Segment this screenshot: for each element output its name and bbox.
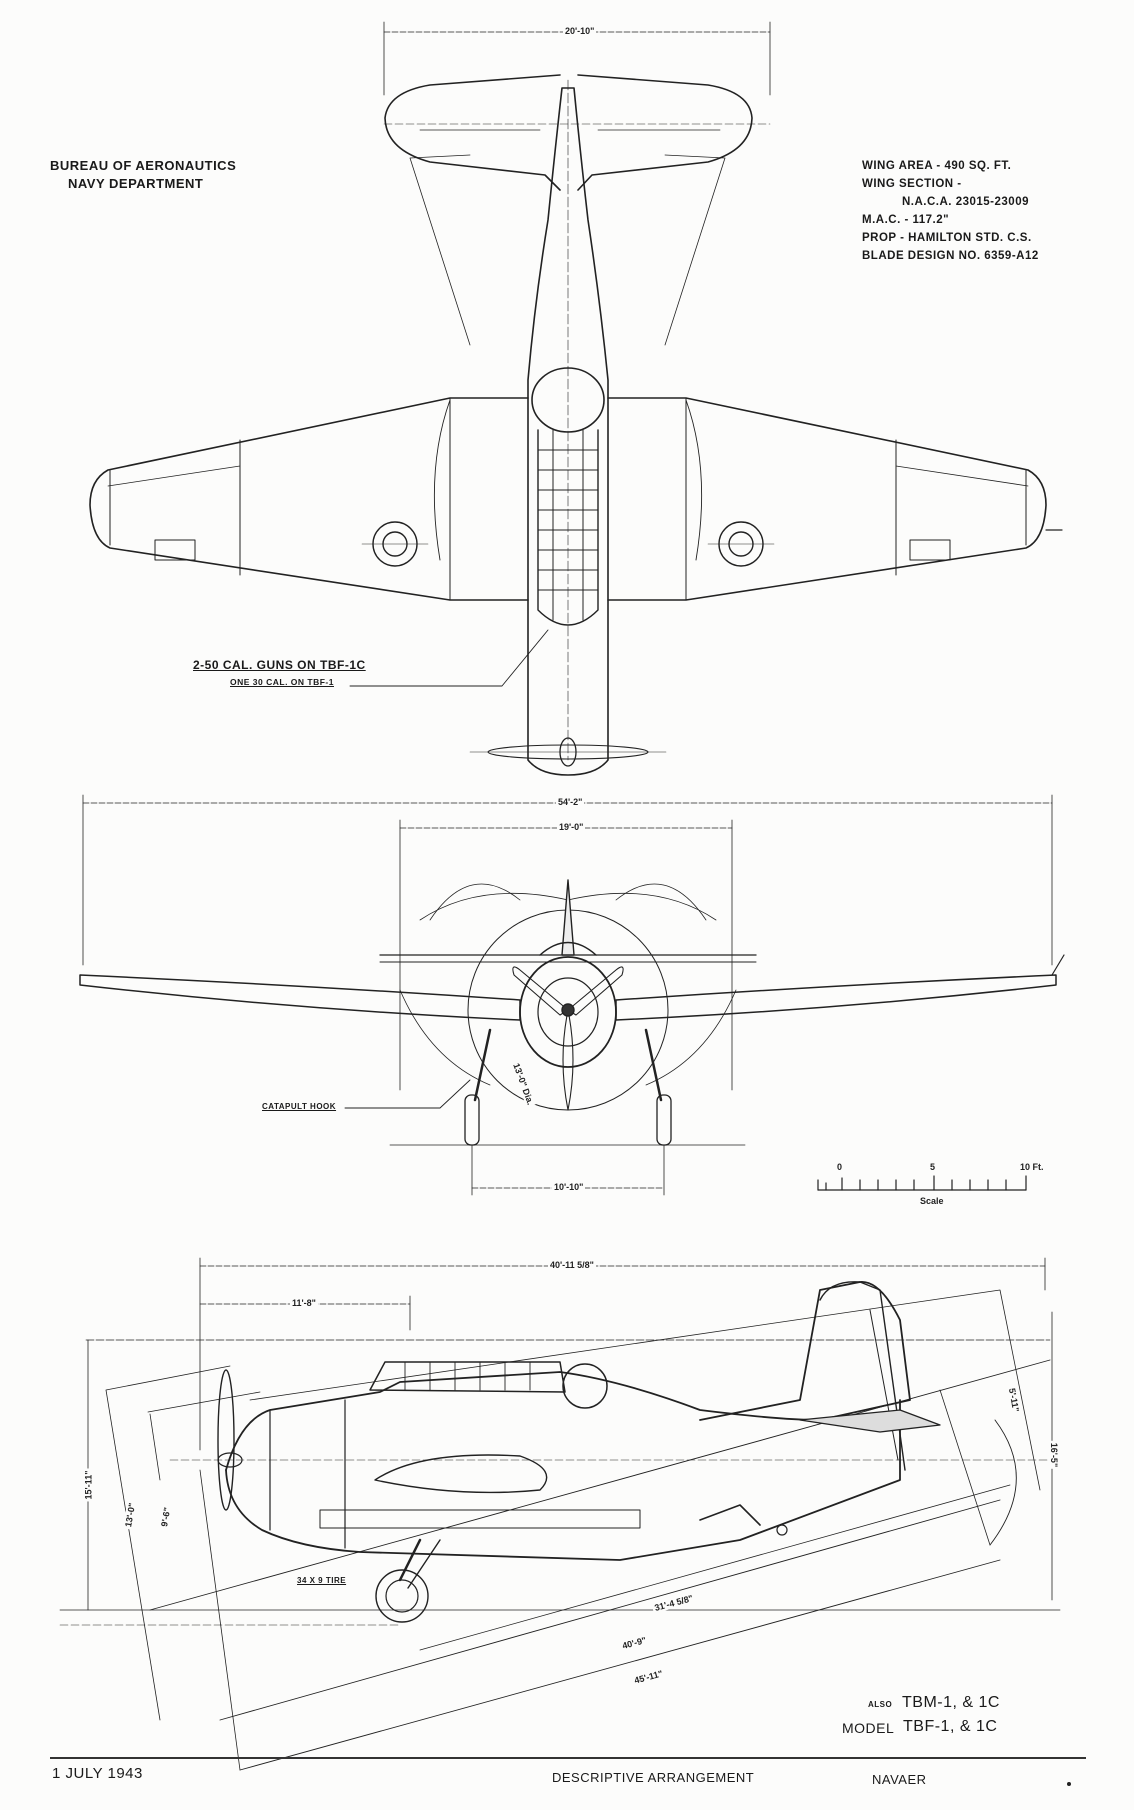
dim-overall-length: 40'-11 5/8" — [548, 1260, 596, 1270]
scale-bar — [817, 1175, 1027, 1191]
drawing-date: 1 July 1943 — [52, 1765, 143, 1782]
label-tire: 34 x 9 Tire — [297, 1576, 347, 1585]
callout-guns-alt: One 30 Cal. on TBF-1 — [230, 677, 334, 687]
plan-view — [89, 21, 1063, 776]
scale-tick-5: 5 — [928, 1162, 938, 1172]
spec-wing-section-value: N.A.C.A. 23015-23009 — [902, 196, 1029, 208]
dim-height-right: 16'-5" — [1049, 1440, 1060, 1470]
spec-prop: Prop - Hamilton Std. C.S. — [862, 232, 1032, 244]
model-value: TBF-1, & 1C — [903, 1718, 998, 1735]
scale-tick-0: 0 — [835, 1162, 845, 1172]
document-type: Descriptive Arrangement — [552, 1770, 755, 1785]
dim-nose: 11'-8" — [290, 1298, 318, 1308]
front-view — [79, 794, 1065, 1196]
model-prefix: Model — [842, 1720, 895, 1736]
dim-stabilizer-span: 20'-10" — [563, 26, 597, 36]
also-prefix: Also — [868, 1700, 893, 1709]
agency-line-1: Bureau of Aeronautics — [50, 158, 237, 173]
spec-wing-section-label: Wing Section - — [862, 178, 962, 190]
organization: NAVAER — [872, 1772, 927, 1787]
scale-label: Scale — [918, 1196, 946, 1206]
dim-folded-width: 19'-0" — [557, 822, 586, 832]
dim-height-left: 15'-11" — [83, 1468, 94, 1502]
callout-guns: 2-50 Cal. Guns on TBF-1C — [193, 658, 366, 672]
also-models: TBM-1, & 1C — [902, 1694, 1000, 1711]
title-block-rule — [50, 1757, 1086, 1759]
spec-blade: Blade Design No. 6359-A12 — [862, 250, 1039, 262]
scale-tick-10: 10 Ft. — [1018, 1162, 1046, 1172]
spec-wing-area: Wing Area - 490 Sq. Ft. — [862, 160, 1012, 172]
spec-mac: M.A.C. - 117.2" — [862, 214, 950, 226]
dim-wing-span: 54'-2" — [556, 797, 585, 807]
callout-catapult-hook: Catapult Hook — [262, 1102, 337, 1111]
agency-line-2: Navy Department — [68, 176, 204, 191]
dim-tread: 10'-10" — [552, 1182, 586, 1192]
side-view — [59, 1257, 1061, 1771]
